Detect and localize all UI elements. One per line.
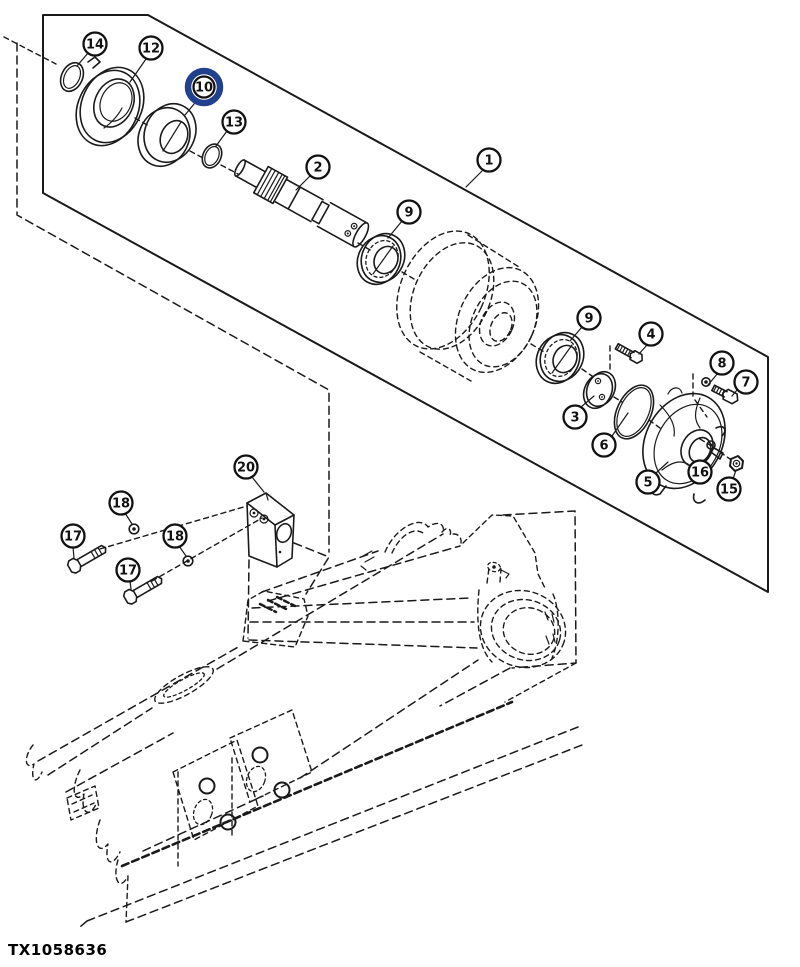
- callout-3[interactable]: 3: [562, 404, 588, 430]
- callout-9-front[interactable]: 9: [396, 199, 422, 225]
- part-18-washer-a: [128, 523, 140, 535]
- callout-6[interactable]: 6: [591, 432, 617, 458]
- part-15-nut: [729, 455, 744, 472]
- callout-7-label: 7: [741, 376, 750, 391]
- part-17-bolt-a: [66, 544, 107, 574]
- callout-16-label: 16: [691, 466, 709, 481]
- callout-14[interactable]: 14: [82, 31, 108, 57]
- callout-17-b[interactable]: 17: [115, 557, 141, 583]
- part-1-roller: [396, 230, 540, 382]
- exploded-axis: [3, 36, 731, 460]
- callout-3-label: 3: [570, 411, 579, 426]
- callout-20-label: 20: [237, 461, 255, 476]
- part-13-oring: [201, 143, 223, 169]
- callout-4-label: 4: [646, 328, 655, 343]
- callout-12[interactable]: 12: [138, 35, 164, 61]
- part-20-valve-block: [246, 492, 295, 568]
- callout-6-label: 6: [599, 439, 608, 454]
- callout-7[interactable]: 7: [733, 369, 759, 395]
- callout-12-label: 12: [142, 42, 160, 57]
- callout-10-highlighted[interactable]: 10: [184, 67, 224, 107]
- part-2-shaft: [234, 159, 370, 248]
- callout-9-front-label: 9: [404, 206, 413, 221]
- detail-box-outline: [42, 14, 769, 593]
- figure-id-label: TX1058636: [8, 941, 108, 959]
- callout-14-label: 14: [86, 38, 104, 53]
- callout-1-label: 1: [484, 154, 493, 169]
- callout-2[interactable]: 2: [305, 154, 331, 180]
- callout-18-a[interactable]: 18: [108, 490, 134, 516]
- callout-5-label: 5: [643, 476, 652, 491]
- callout-13-label: 13: [225, 116, 243, 131]
- part-4-screw: [614, 342, 643, 365]
- callout-15-label: 15: [720, 483, 738, 498]
- ghost-projection-outline: [16, 42, 330, 639]
- part-12-seal-collar: [75, 56, 145, 147]
- callout-16[interactable]: 16: [687, 459, 713, 485]
- part-17-bolt-b: [122, 575, 163, 605]
- callout-2-label: 2: [313, 161, 322, 176]
- callout-15[interactable]: 15: [716, 476, 742, 502]
- part-8-washer: [700, 376, 711, 387]
- callout-20[interactable]: 20: [233, 454, 259, 480]
- callout-17-a-label: 17: [64, 530, 82, 545]
- callout-9-rear[interactable]: 9: [576, 305, 602, 331]
- part-9-bearing-front: [356, 232, 406, 286]
- callout-18-a-label: 18: [112, 497, 130, 512]
- callout-4[interactable]: 4: [638, 321, 664, 347]
- callout-5[interactable]: 5: [635, 469, 661, 495]
- callout-8[interactable]: 8: [709, 350, 735, 376]
- callout-18-b-label: 18: [166, 530, 184, 545]
- callout-17-b-label: 17: [119, 564, 137, 579]
- part-7-bolt: [711, 384, 739, 405]
- callout-9-rear-label: 9: [584, 312, 593, 327]
- callout-13[interactable]: 13: [221, 109, 247, 135]
- callout-leaders: [72, 52, 738, 590]
- part-3-retainer-plate: [582, 370, 617, 410]
- callout-17-a[interactable]: 17: [60, 523, 86, 549]
- callout-1[interactable]: 1: [476, 147, 502, 173]
- callout-18-b[interactable]: 18: [162, 523, 188, 549]
- callout-8-label: 8: [717, 357, 726, 372]
- part-10-seal-ring: [137, 103, 197, 167]
- track-frame: [25, 510, 583, 928]
- part-6-oring: [613, 384, 655, 440]
- callout-10-label: 10: [195, 81, 213, 96]
- part-9-bearing-rear: [535, 331, 585, 385]
